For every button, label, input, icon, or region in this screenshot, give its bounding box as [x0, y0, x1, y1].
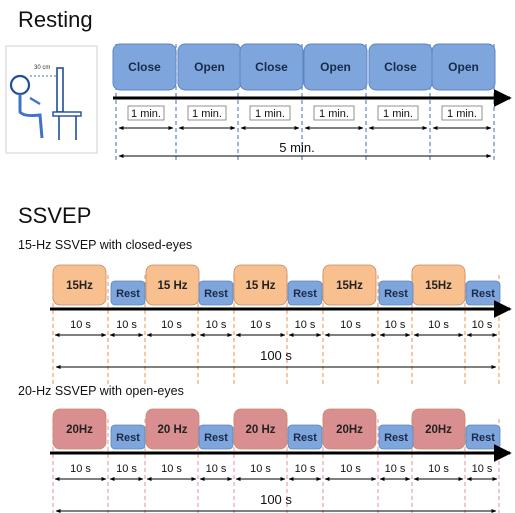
- open-eyes-rest-block: [198, 424, 234, 450]
- desk-top-icon: [52, 111, 82, 117]
- resting-duration-label: 1 min.: [383, 108, 413, 120]
- closed-eyes-rest-block: [110, 280, 146, 306]
- closed-eyes-segment-label: 10 s: [428, 319, 449, 331]
- closed-eyes-rest-label: Rest: [116, 288, 140, 300]
- resting-block-close: [112, 43, 177, 91]
- open-eyes-rest-label: Rest: [204, 432, 228, 444]
- resting-duration-box: [313, 105, 355, 121]
- closed-eyes-segment-label: 10 s: [340, 319, 361, 331]
- open-eyes-stim-label: 20 Hz: [157, 424, 187, 436]
- resting-duration-box: [377, 105, 419, 121]
- closed-eyes-segment-label: 10 s: [472, 319, 493, 331]
- closed-eyes-stim-label: 15Hz: [66, 280, 93, 292]
- open-eyes-segment-label: 10 s: [295, 463, 316, 475]
- open-eyes-segment-label: 10 s: [385, 463, 406, 475]
- closed-eyes-stim-label: 15 Hz: [245, 280, 275, 292]
- resting-duration-label: 1 min.: [192, 108, 222, 120]
- ssvep-title: SSVEP: [18, 203, 92, 228]
- resting-block-label: Close: [128, 60, 161, 74]
- open-eyes-segment-label: 10 s: [206, 463, 227, 475]
- closed-eyes-segment-label: 10 s: [250, 319, 271, 331]
- closed-eyes-stim-label: 15 Hz: [157, 280, 187, 292]
- open-eyes-stim-block: [322, 408, 377, 450]
- open-eyes-segment-label: 10 s: [250, 463, 271, 475]
- closed-eyes-rest-label: Rest: [204, 288, 228, 300]
- resting-block-label: Close: [384, 60, 417, 74]
- distance-label: 30 cm: [34, 65, 50, 71]
- closed-eyes-rest-block: [198, 280, 234, 306]
- open-eyes-stim-block: [52, 408, 107, 450]
- resting-duration-label: 1 min.: [319, 108, 349, 120]
- closed-eyes-total-label: 100 s: [260, 348, 292, 363]
- open-eyes-rest-block: [110, 424, 146, 450]
- closed-eyes-segment-label: 10 s: [295, 319, 316, 331]
- resting-block-label: Open: [448, 60, 479, 74]
- resting-block-open: [303, 43, 368, 91]
- resting-block-label: Open: [320, 60, 351, 74]
- closed-eyes-segment-label: 10 s: [116, 319, 137, 331]
- open-eyes-stim-label: 20 Hz: [245, 424, 275, 436]
- open-eyes-segment-label: 10 s: [70, 463, 91, 475]
- resting-setup-illustration: 30 cm: [5, 45, 98, 154]
- resting-duration-box: [249, 105, 291, 121]
- open-eyes-rest-block: [465, 424, 501, 450]
- closed-eyes-stim-label: 15Hz: [425, 280, 452, 292]
- closed-eyes-stim-label: 15Hz: [336, 280, 363, 292]
- open-eyes-segment-label: 10 s: [116, 463, 137, 475]
- closed-eyes-segment-label: 10 s: [161, 319, 182, 331]
- closed-eyes-stim-block: [52, 264, 107, 306]
- closed-eyes-rest-label: Rest: [471, 288, 495, 300]
- resting-duration-box: [127, 105, 165, 121]
- closed-eyes-rest-block: [465, 280, 501, 306]
- resting-total-label: 5 min.: [279, 140, 314, 155]
- person-arm-icon: [29, 97, 41, 105]
- open-eyes-stim-label: 20Hz: [425, 424, 452, 436]
- resting-duration-box: [187, 105, 227, 121]
- open-eyes-stim-label: 20Hz: [336, 424, 363, 436]
- resting-block-open: [431, 43, 496, 91]
- resting-title: Resting: [18, 7, 93, 32]
- open-eyes-rest-block: [287, 424, 323, 450]
- open-eyes-segment-label: 10 s: [428, 463, 449, 475]
- resting-duration-label: 1 min.: [255, 108, 285, 120]
- open-eyes-segment-label: 10 s: [340, 463, 361, 475]
- resting-duration-box: [441, 105, 483, 121]
- open-eyes-rest-label: Rest: [471, 432, 495, 444]
- monitor-icon: [56, 67, 64, 113]
- closed-eyes-rest-label: Rest: [384, 288, 408, 300]
- open-eyes-stim-label: 20Hz: [66, 424, 93, 436]
- closed-eyes-subtitle: 15-Hz SSVEP with closed-eyes: [18, 238, 193, 252]
- open-eyes-rest-label: Rest: [384, 432, 408, 444]
- closed-eyes-stim-block: [322, 264, 377, 306]
- open-eyes-rest-label: Rest: [293, 432, 317, 444]
- closed-eyes-segment-label: 10 s: [206, 319, 227, 331]
- resting-block-label: Close: [255, 60, 288, 74]
- open-eyes-stim-block: [233, 408, 288, 450]
- resting-duration-label: 1 min.: [447, 108, 477, 120]
- resting-block-close: [239, 43, 304, 91]
- closed-eyes-segment-label: 10 s: [70, 319, 91, 331]
- open-eyes-segment-label: 10 s: [161, 463, 182, 475]
- open-eyes-total-label: 100 s: [260, 492, 292, 507]
- person-body-icon: [18, 94, 44, 139]
- open-eyes-segment-label: 10 s: [472, 463, 493, 475]
- closed-eyes-rest-label: Rest: [293, 288, 317, 300]
- resting-timeline: Close Open Close Open Close Open 1 min. 1 min. 1…: [112, 43, 512, 160]
- closed-eyes-stim-block: [233, 264, 288, 306]
- open-eyes-subtitle: 20-Hz SSVEP with open-eyes: [18, 384, 184, 398]
- resting-duration-label: 1 min.: [131, 108, 161, 120]
- open-eyes-rest-label: Rest: [116, 432, 140, 444]
- closed-eyes-rest-block: [287, 280, 323, 306]
- resting-block-label: Open: [194, 60, 225, 74]
- closed-eyes-segment-label: 10 s: [385, 319, 406, 331]
- open-eyes-rest-block: [378, 424, 414, 450]
- closed-eyes-rest-block: [378, 280, 414, 306]
